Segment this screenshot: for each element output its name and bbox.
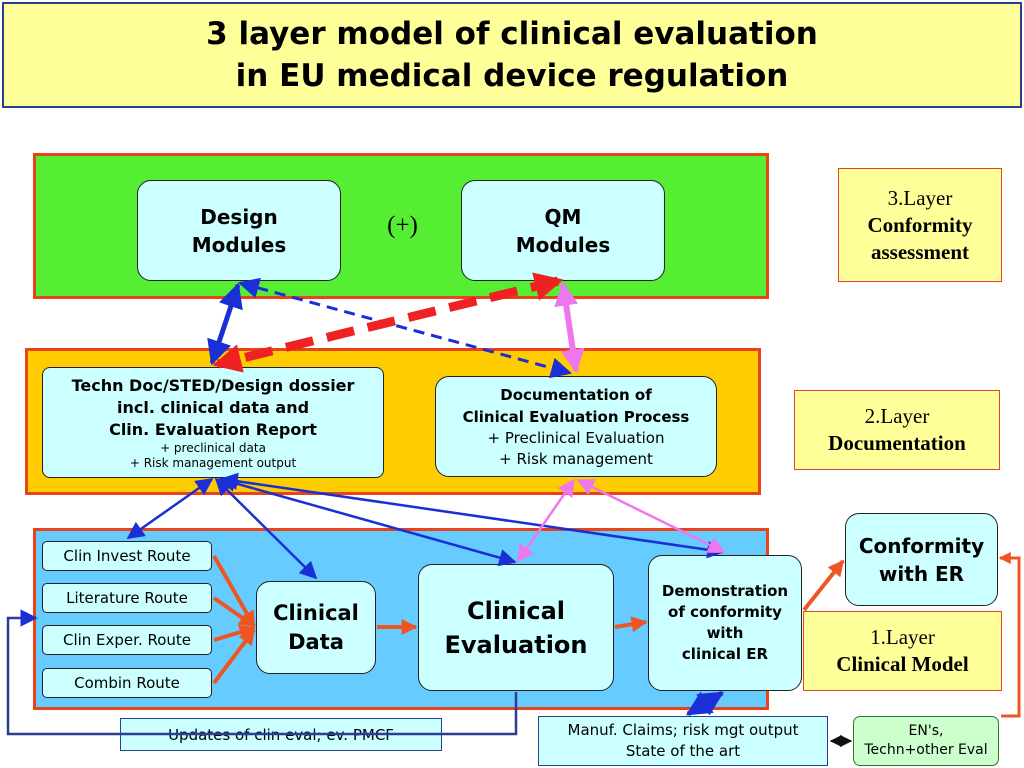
layer2-label-line-1: 2.Layer (864, 404, 930, 428)
layer2-label: 2.Layer Documentation (794, 390, 1000, 470)
claims-line-1: Manuf. Claims; risk mgt output (567, 721, 799, 739)
documentation-line-4: + Risk management (499, 449, 653, 468)
design-modules-line-1: Design (200, 204, 278, 229)
techn-doc-line-3: Clin. Evaluation Report (109, 419, 317, 439)
techn-doc-line-2: incl. clinical data and (116, 397, 310, 417)
claims-line-2: State of the art (625, 742, 741, 760)
layer3-label-line-1: 3.Layer (887, 185, 953, 210)
documentation-line-3: + Preclinical Evaluation (487, 428, 665, 447)
ens-line-2: Techn+other Eval (864, 742, 988, 758)
clinical-evaluation-box: Clinical Evaluation (418, 564, 614, 691)
ens-line-1: EN's, (908, 723, 944, 739)
qm-modules-line-1: QM (544, 204, 582, 229)
conformity-er-line-1: Conformity (858, 533, 985, 558)
layer1-label: 1.Layer Clinical Model (803, 611, 1002, 691)
ens-box: EN's, Techn+other Eval (853, 716, 999, 766)
arrow-ens-conformity (998, 552, 1021, 718)
demonstration-line-2: of conformity (668, 603, 782, 621)
clinical-data-line-2: Data (288, 629, 344, 654)
route-combin: Combin Route (42, 668, 212, 698)
title-line-2: in EU medical device regulation (235, 58, 789, 94)
layer1-label-line-2: Clinical Model (836, 652, 969, 676)
clinical-evaluation-line-2: Evaluation (444, 630, 588, 659)
techn-doc-line-4: + preclinical data (160, 440, 266, 455)
demonstration-line-1: Demonstration (661, 582, 789, 600)
techn-doc-box: Techn Doc/STED/Design dossier incl. clin… (42, 367, 384, 478)
route-clin-invest: Clin Invest Route (42, 541, 212, 571)
updates-text: Updates of clin eval; ev. PMCF (168, 725, 394, 744)
conformity-er-box: Conformity with ER (845, 513, 998, 606)
design-modules-line-2: Modules (191, 232, 287, 257)
arrow-demo-conformity (802, 559, 845, 612)
design-modules-box: Design Modules (137, 180, 341, 281)
layer2-label-line-2: Documentation (828, 431, 966, 455)
route-literature: Literature Route (42, 583, 212, 613)
route-clin-exper: Clin Exper. Route (42, 625, 212, 655)
clinical-data-line-1: Clinical (273, 600, 359, 625)
layer3-label-line-3: assessment (871, 239, 969, 264)
techn-doc-line-5: + Risk management output (129, 455, 297, 470)
claims-box: Manuf. Claims; risk mgt output State of … (538, 716, 828, 766)
techn-doc-line-1: Techn Doc/STED/Design dossier (71, 375, 355, 395)
documentation-line-2: Clinical Evaluation Process (462, 407, 690, 426)
demonstration-line-4: clinical ER (681, 645, 769, 663)
demonstration-box: Demonstration of conformity with clinica… (648, 555, 802, 691)
documentation-process-box: Documentation of Clinical Evaluation Pro… (435, 376, 717, 477)
clinical-evaluation-line-1: Clinical (466, 596, 566, 625)
title-banner: 3 layer model of clinical evaluation in … (2, 2, 1022, 108)
qm-modules-line-2: Modules (515, 232, 611, 257)
conformity-er-line-2: with ER (878, 561, 965, 586)
documentation-line-1: Documentation of (500, 385, 652, 404)
layer3-label-line-2: Conformity (867, 212, 973, 237)
layer3-label: 3.Layer Conformity assessment (838, 168, 1002, 282)
qm-modules-box: QM Modules (461, 180, 665, 281)
clinical-data-box: Clinical Data (256, 581, 376, 674)
layer1-label-line-1: 1.Layer (870, 625, 935, 649)
updates-box: Updates of clin eval; ev. PMCF (120, 718, 442, 751)
plus-sign: (+) (387, 212, 418, 239)
title-line-1: 3 layer model of clinical evaluation (206, 16, 818, 52)
demonstration-line-3: with (706, 624, 744, 642)
